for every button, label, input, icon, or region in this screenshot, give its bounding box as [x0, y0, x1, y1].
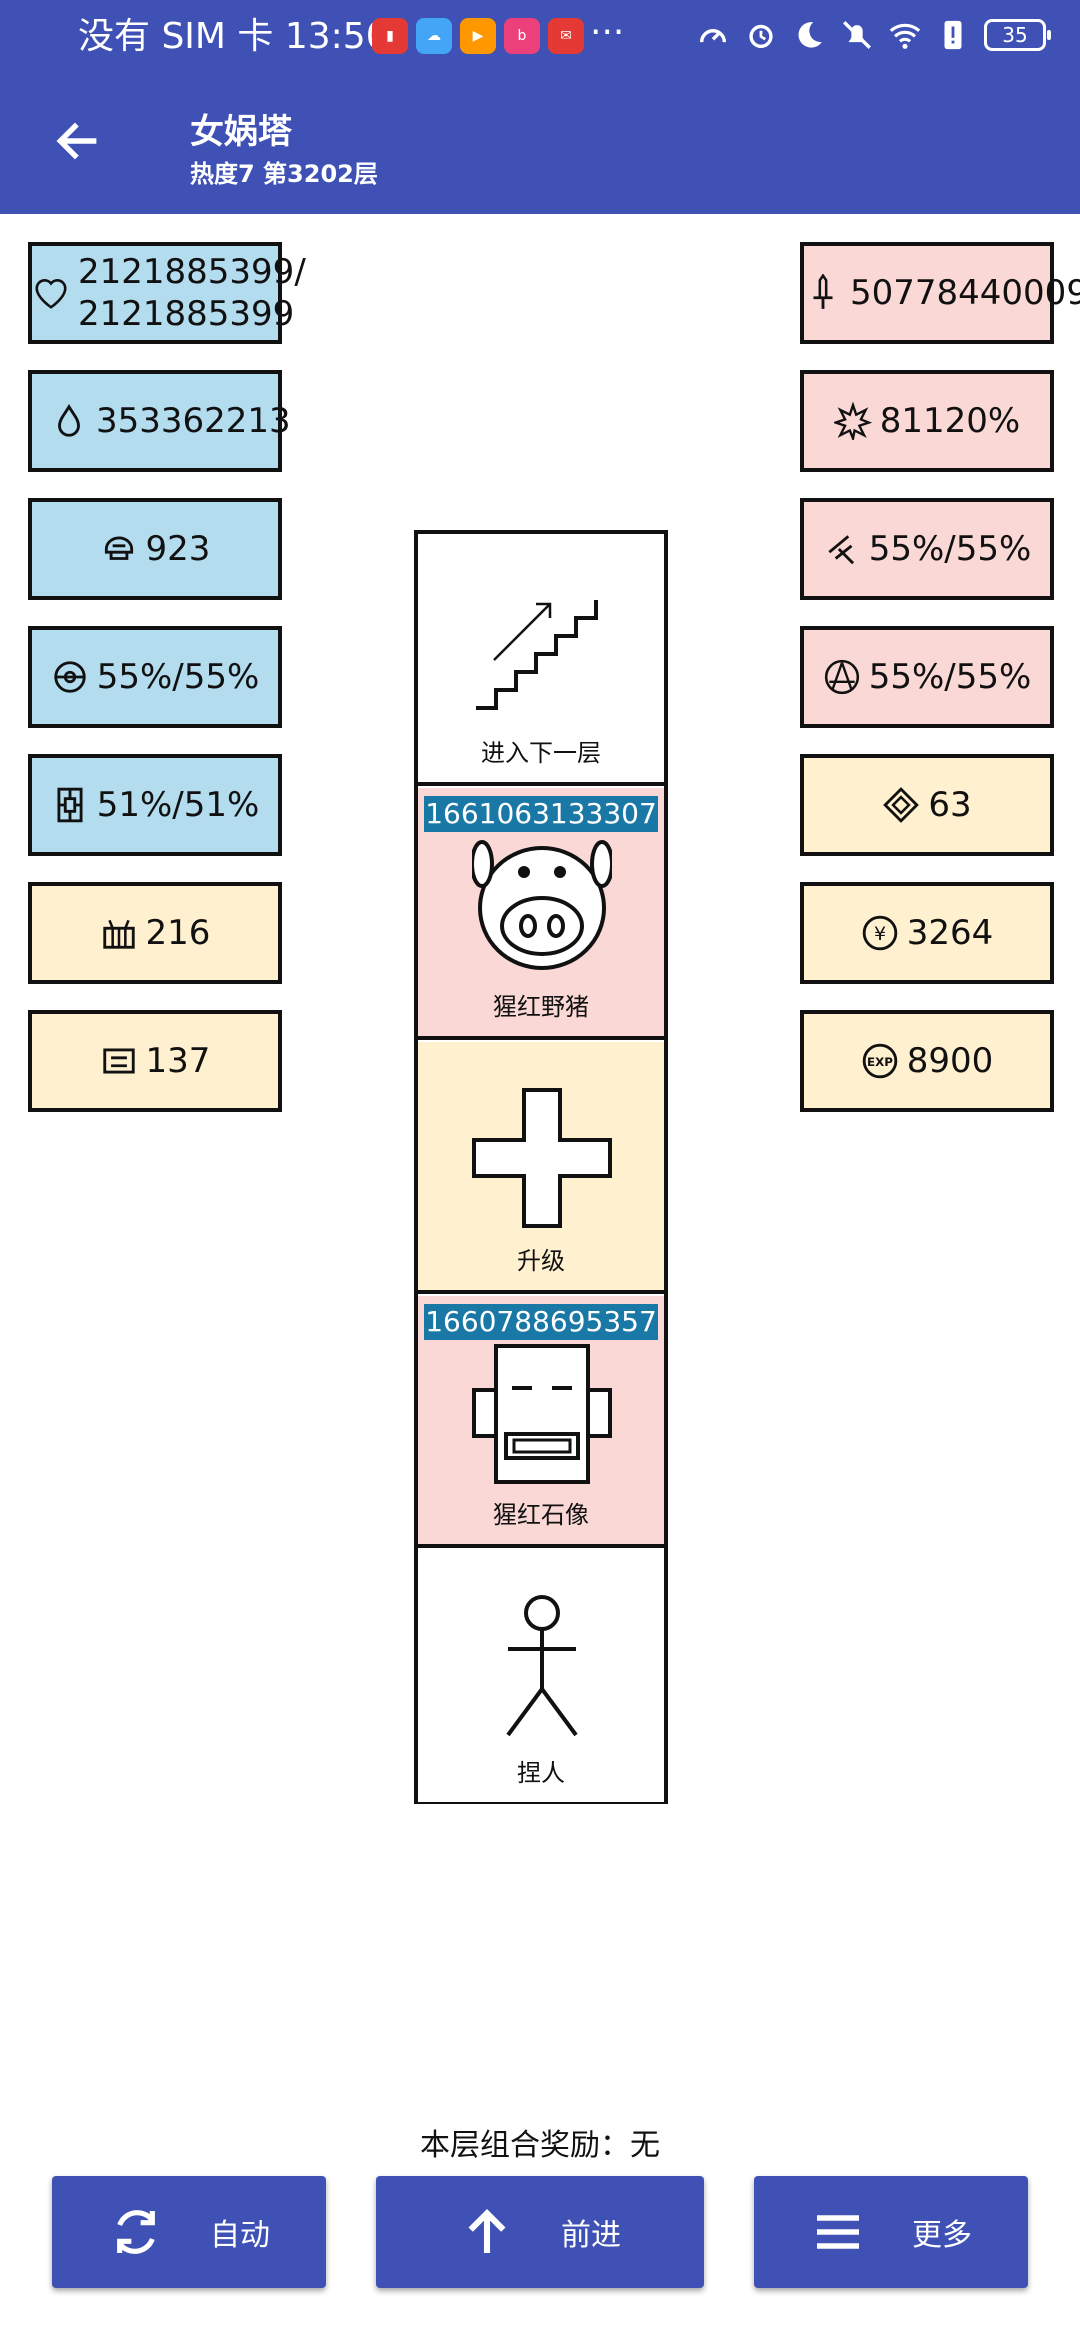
- auto-button[interactable]: 自动: [52, 2176, 326, 2288]
- menu-icon: [817, 2215, 859, 2249]
- burst-icon: [833, 402, 872, 440]
- battery-icon: 35: [984, 19, 1051, 51]
- stat-resist-orb-value: 55%/55%: [96, 657, 260, 697]
- shield-icon: [57, 787, 83, 823]
- alert-icon: [944, 20, 962, 50]
- moon-icon: [798, 22, 822, 48]
- stat-gift: 216: [28, 882, 282, 984]
- drop-icon: [58, 403, 80, 437]
- slash-icon: [828, 535, 854, 565]
- speedometer-icon: [699, 29, 727, 43]
- stat-block: 51%/51%: [28, 754, 282, 856]
- stat-hp-value: 2121885399/ 2121885399: [78, 252, 306, 334]
- diamond-icon: [883, 787, 920, 823]
- card-icon: [102, 1048, 135, 1074]
- person-icon: [506, 1595, 578, 1737]
- stat-mp-value: 353362213: [96, 401, 291, 441]
- pentagram-icon: [824, 659, 859, 695]
- plus-icon: [472, 1088, 612, 1228]
- stat-resist-orb: 55%/55%: [28, 626, 282, 728]
- status-app-icons: ▮ ☁ ▶ b ✉: [372, 18, 584, 54]
- stat-card-value: 137: [145, 1041, 211, 1081]
- forward-button[interactable]: 前进: [376, 2176, 704, 2288]
- stairs-icon: [476, 600, 598, 710]
- stat-hp: 2121885399/ 2121885399: [28, 242, 306, 344]
- video-app-icon: ▶: [460, 18, 496, 54]
- stat-gold-value: 3264: [906, 913, 994, 953]
- floor-character-creator[interactable]: 捏人: [418, 1550, 664, 1802]
- stat-magic-value: 55%/55%: [868, 657, 1032, 697]
- orb-icon: [54, 661, 86, 693]
- mute-bell-icon: [843, 21, 871, 49]
- auto-button-label: 自动: [210, 2218, 270, 2253]
- stat-gem: 63: [800, 754, 1054, 856]
- more-button-label: 更多: [912, 2218, 972, 2253]
- pig-icon: [472, 840, 612, 970]
- floor-upgrade[interactable]: 升级: [418, 1042, 664, 1294]
- stat-block-value: 51%/51%: [96, 785, 260, 825]
- floor-enemy-statue[interactable]: 1660788695357 猩红石像: [418, 1296, 664, 1548]
- floor-label: 猩红野猪: [493, 993, 589, 1021]
- stat-magic: 55%/55%: [800, 626, 1054, 728]
- enemy-id-badge: 1660788695357: [424, 1304, 658, 1340]
- tower-floors: 进入下一层 1661063133307 猩红野猪 升级 166078869535…: [414, 530, 668, 1804]
- status-carrier-time: 没有 SIM 卡 13:50: [78, 16, 389, 57]
- coin-icon: ¥: [862, 915, 897, 951]
- stat-pierce: 55%/55%: [800, 498, 1054, 600]
- exp-icon: EXP: [862, 1043, 897, 1079]
- book-app-icon: ▮: [372, 18, 408, 54]
- status-indicators: 35: [696, 18, 1051, 52]
- stat-mp: 353362213: [28, 370, 291, 472]
- heart-icon: [35, 279, 67, 309]
- status-bar: 没有 SIM 卡 13:50 ▮ ☁ ▶ b ✉ ··· 35: [0, 0, 1080, 76]
- forward-button-label: 前进: [561, 2218, 621, 2253]
- refresh-icon: [117, 2210, 155, 2254]
- stat-defense: 923: [28, 498, 282, 600]
- gift-icon: [102, 919, 135, 949]
- floor-label: 进入下一层: [481, 739, 601, 767]
- more-notifications-icon: ···: [590, 12, 625, 53]
- stat-crit: 81120%: [800, 370, 1054, 472]
- floor-combo-reward: 本层组合奖励：无: [420, 2128, 660, 2163]
- page-subtitle: 热度7 第3202层: [190, 160, 378, 188]
- floor-label: 升级: [517, 1247, 565, 1275]
- page-title: 女娲塔: [190, 112, 292, 152]
- stat-attack: 50778440009: [800, 242, 1080, 344]
- svg-text:¥: ¥: [874, 923, 886, 945]
- stat-gift-value: 216: [145, 913, 211, 953]
- stat-exp: EXP 8900: [800, 1010, 1054, 1112]
- stat-crit-value: 81120%: [879, 401, 1021, 441]
- golem-icon: [472, 1344, 612, 1484]
- app-bar: 没有 SIM 卡 13:50 ▮ ☁ ▶ b ✉ ··· 35 女娲塔 热度7 …: [0, 0, 1080, 214]
- floor-next-level[interactable]: 进入下一层: [418, 534, 664, 786]
- wifi-icon: [889, 23, 921, 49]
- back-arrow-icon[interactable]: [52, 116, 102, 166]
- stat-gem-value: 63: [928, 785, 972, 825]
- stat-pierce-value: 55%/55%: [868, 529, 1032, 569]
- helmet-icon: [104, 536, 133, 560]
- more-button[interactable]: 更多: [754, 2176, 1028, 2288]
- huawei-mail-app-icon: ✉: [548, 18, 584, 54]
- stat-card: 137: [28, 1010, 282, 1112]
- floor-enemy-boar[interactable]: 1661063133307 猩红野猪: [418, 788, 664, 1040]
- floor-label: 捏人: [517, 1759, 565, 1787]
- arrow-up-icon: [468, 2209, 506, 2253]
- stat-defense-value: 923: [145, 529, 211, 569]
- bilibili-app-icon: b: [504, 18, 540, 54]
- alarm-icon: [749, 24, 773, 49]
- floor-label: 猩红石像: [493, 1501, 589, 1529]
- stat-attack-value: 50778440009: [850, 273, 1080, 313]
- svg-text:EXP: EXP: [867, 1055, 893, 1069]
- stat-exp-value: 8900: [906, 1041, 994, 1081]
- enemy-id-badge: 1661063133307: [424, 796, 658, 832]
- cloud-app-icon: ☁: [416, 18, 452, 54]
- stat-gold: ¥ 3264: [800, 882, 1054, 984]
- sword-icon: [813, 274, 833, 309]
